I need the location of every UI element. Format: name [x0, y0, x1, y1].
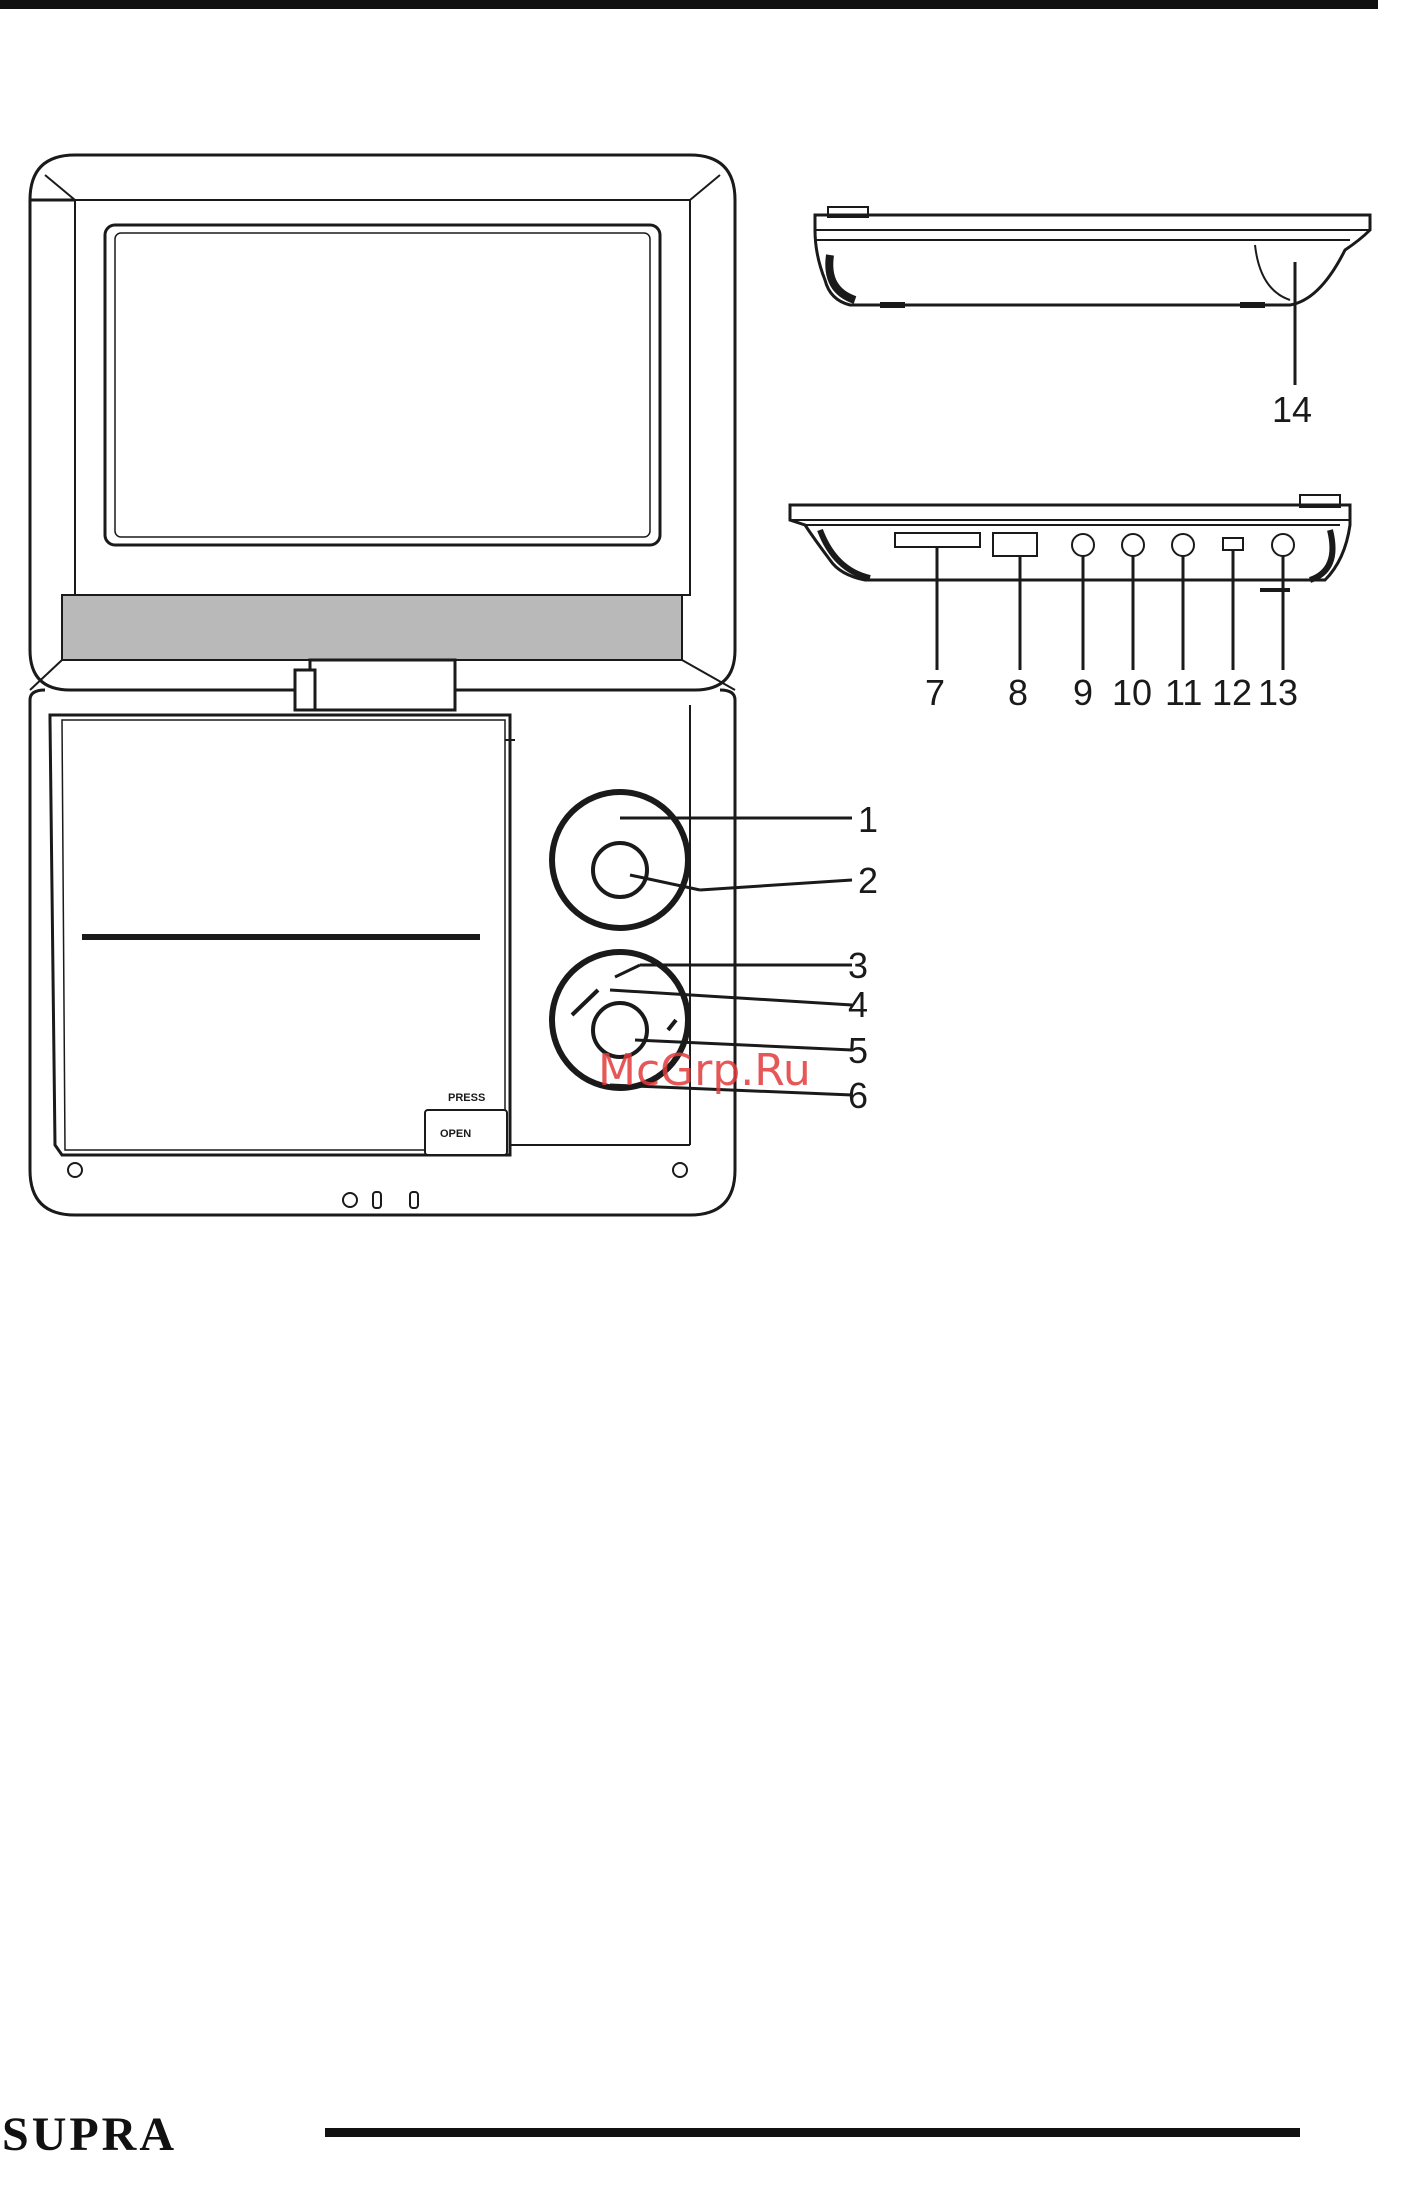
side-right-body [815, 215, 1370, 305]
callout-1: 1 [858, 799, 878, 840]
side-view-right [815, 207, 1370, 305]
callout-5: 5 [848, 1030, 868, 1071]
callout-11: 11 [1165, 672, 1202, 713]
lid-inner-frame [75, 200, 690, 595]
switch-12 [1223, 538, 1243, 550]
side-view-left [790, 495, 1350, 590]
card-slot [895, 533, 980, 547]
jack-9 [1072, 534, 1094, 556]
footer-rule [325, 2128, 1300, 2137]
press-label: PRESS [448, 1092, 485, 1104]
callout-10: 10 [1112, 672, 1152, 713]
usb-port [993, 533, 1037, 556]
callout-14: 14 [1272, 389, 1312, 430]
open-button-label: OPEN [440, 1128, 471, 1140]
callout-labels: 1 2 3 4 5 6 7 8 9 10 11 12 13 14 [848, 389, 1312, 1116]
callout-6: 6 [848, 1075, 868, 1116]
jack-11 [1172, 534, 1194, 556]
nav-button-upper [593, 843, 647, 897]
nav-ring-upper [552, 792, 688, 928]
callout-4: 4 [848, 984, 868, 1025]
header-rule [0, 0, 1378, 9]
callout-2: 2 [858, 860, 878, 901]
callout-3: 3 [848, 945, 868, 986]
jack-10 [1122, 534, 1144, 556]
leader-lines-side [937, 547, 1283, 670]
watermark: McGrp.Ru [598, 1045, 811, 1096]
jack-13 [1272, 534, 1294, 556]
callout-9: 9 [1073, 672, 1093, 713]
lcd-screen [105, 225, 660, 545]
speaker-grille [62, 595, 682, 660]
brand-logo: SUPRA [2, 2108, 177, 2161]
side-left-body [790, 505, 1350, 580]
callout-7: 7 [925, 672, 945, 713]
callout-8: 8 [1008, 672, 1028, 713]
callout-13: 13 [1258, 672, 1298, 713]
callout-12: 12 [1212, 672, 1252, 713]
hinge-tab [310, 660, 455, 710]
